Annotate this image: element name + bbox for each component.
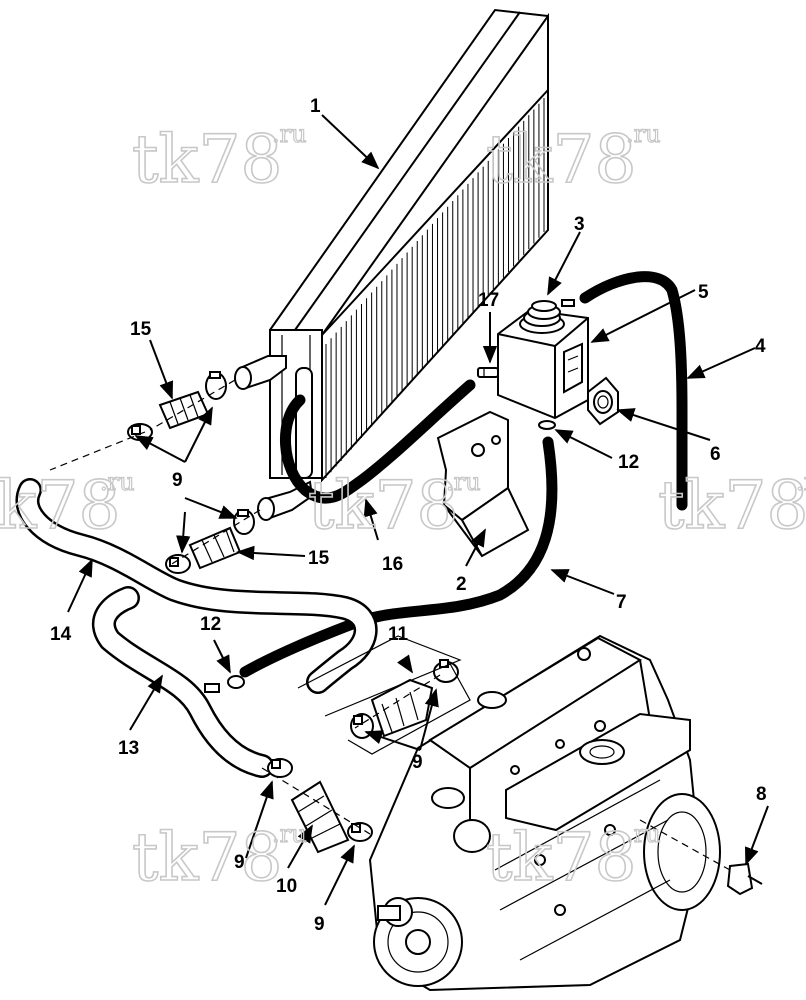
svg-text:.ru: .ru xyxy=(272,120,307,148)
radiator-upper-outlet xyxy=(234,355,287,390)
watermarks: tk78 .ru tk78 .ru tk78 .ru tk78 .ru tk78… xyxy=(0,119,806,897)
reservoir-outlet-clamp xyxy=(538,420,556,430)
leader-lines xyxy=(67,114,769,906)
callout-4: 4 xyxy=(755,336,766,357)
assembly-guide-lines xyxy=(49,379,471,835)
callout-11: 11 xyxy=(388,624,409,645)
watermark-2: tk78 .ru xyxy=(485,119,661,198)
svg-text:tk78: tk78 xyxy=(486,819,637,896)
watermark-3: tk78 .ru xyxy=(0,466,135,545)
coolant-tube-13 xyxy=(92,586,274,778)
callout-9-mid: 9 xyxy=(412,752,423,773)
callout-8: 8 xyxy=(756,784,767,805)
callout-labels: 1 3 5 17 4 15 12 6 9 15 16 2 7 14 12 11 … xyxy=(50,96,767,935)
callout-16: 16 xyxy=(382,554,403,575)
svg-text:tk78: tk78 xyxy=(308,467,459,544)
hose-clamp-8 xyxy=(350,713,374,739)
engine xyxy=(368,634,721,992)
svg-text:tk78: tk78 xyxy=(0,467,121,544)
hose-clamp-5 xyxy=(267,758,293,778)
hose-sleeve-11 xyxy=(370,678,434,738)
coolant-reservoir xyxy=(497,308,589,420)
callout-12-upper: 12 xyxy=(618,452,639,473)
callout-14: 14 xyxy=(50,624,72,645)
callout-15-lower: 15 xyxy=(308,548,330,569)
callout-3: 3 xyxy=(574,214,585,235)
callout-9-upper: 9 xyxy=(172,470,183,491)
coolant-tube-14 xyxy=(15,478,378,694)
small-clamp-12 xyxy=(227,675,245,689)
watermark-6: tk78 .ru xyxy=(131,818,307,897)
callout-12-lower: 12 xyxy=(200,614,221,635)
svg-text:tk78: tk78 xyxy=(658,467,806,544)
svg-text:tk78: tk78 xyxy=(486,121,637,198)
hose-clamp-4 xyxy=(165,554,191,574)
callout-13: 13 xyxy=(118,738,139,759)
callout-6: 6 xyxy=(710,444,721,465)
drain-valve-8 xyxy=(639,819,763,896)
callout-1: 1 xyxy=(310,96,321,117)
svg-text:.ru: .ru xyxy=(272,820,307,848)
overflow-hose-4 xyxy=(579,271,688,511)
watermark-7: tk78 .ru xyxy=(485,818,661,897)
watermark-1: tk78 .ru xyxy=(131,119,307,198)
svg-text:.ru: .ru xyxy=(626,820,661,848)
callout-15-upper: 15 xyxy=(130,319,152,340)
watermark-5: tk78 .ru xyxy=(657,466,806,545)
reservoir-cap xyxy=(527,299,575,320)
callout-9-lower: 9 xyxy=(314,914,325,935)
svg-text:.ru: .ru xyxy=(100,468,135,496)
svg-text:tk78: tk78 xyxy=(132,819,283,896)
reservoir-fitting-17 xyxy=(477,367,499,378)
callout-17: 17 xyxy=(478,290,499,311)
hose-16 xyxy=(279,379,476,504)
watermark-4: tk78 .ru xyxy=(307,466,481,545)
radiator-core-fins xyxy=(325,98,545,478)
hose-clamp-1 xyxy=(205,371,227,400)
svg-text:.ru: .ru xyxy=(796,468,806,496)
radiator xyxy=(269,8,549,483)
svg-text:.ru: .ru xyxy=(626,120,661,148)
callout-5: 5 xyxy=(698,282,709,303)
callout-2: 2 xyxy=(456,574,467,595)
hose-sleeve-15-upper xyxy=(158,390,210,430)
callout-9-left: 9 xyxy=(234,852,245,873)
callout-7: 7 xyxy=(616,592,627,613)
hose-clamp-6 xyxy=(347,822,373,842)
callout-10: 10 xyxy=(276,876,297,897)
svg-text:.ru: .ru xyxy=(446,468,481,496)
svg-text:tk78: tk78 xyxy=(132,121,283,198)
hose-7 xyxy=(239,436,558,678)
hose-clamp-3 xyxy=(233,509,255,535)
sender-unit xyxy=(587,376,619,426)
